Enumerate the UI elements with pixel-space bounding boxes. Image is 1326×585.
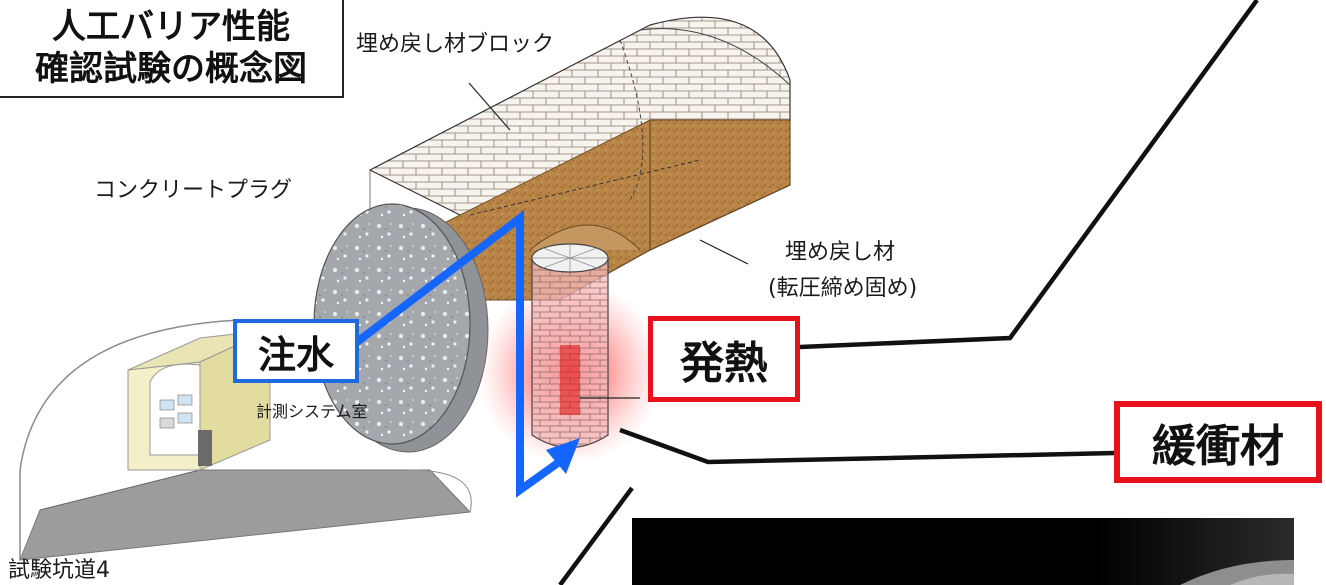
water-injection-arrow xyxy=(354,209,580,498)
label-backfill: 埋め戻し材 xyxy=(785,240,896,265)
measurement-room xyxy=(127,329,271,471)
callout-buffer-material: 緩衝材 xyxy=(1114,401,1322,483)
title-line-2: 確認試験の概念図 xyxy=(35,49,307,89)
buffer-cylinder xyxy=(531,243,609,449)
photo-bar xyxy=(632,518,1294,585)
callout-connectors xyxy=(558,0,1259,585)
leader-lines xyxy=(468,82,749,399)
label-backfill-note: (転圧締め固め) xyxy=(768,276,918,301)
label-measurement-room: 計測システム室 xyxy=(256,402,368,421)
test-tunnel xyxy=(19,319,472,561)
callout-water-injection: 注水 xyxy=(233,319,359,383)
label-backfill-block: 埋め戻し材ブロック xyxy=(356,32,555,57)
label-concrete-plug: コンクリートプラグ xyxy=(94,178,293,203)
label-test-tunnel: 試験坑道4 xyxy=(8,558,110,583)
title-line-1: 人工バリア性能 xyxy=(52,7,290,47)
diagram-title: 人工バリア性能 確認試験の概念図 xyxy=(0,0,344,98)
concrete-plug xyxy=(313,203,489,453)
callout-heat-generation: 発熱 xyxy=(648,316,800,402)
